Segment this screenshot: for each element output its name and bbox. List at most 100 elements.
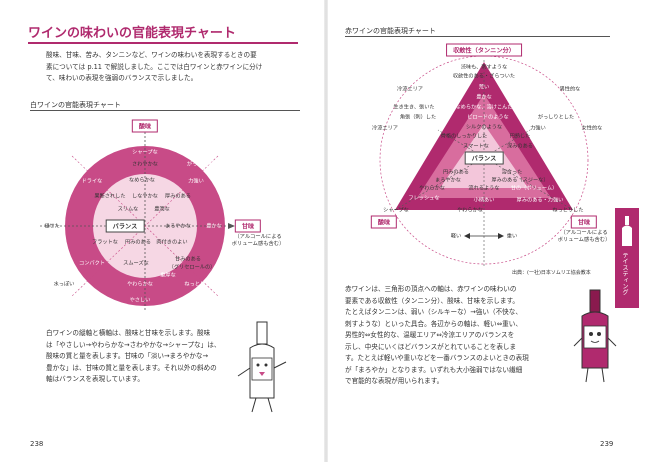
arrow-left [464, 233, 470, 239]
chart-label: スマートな [463, 143, 489, 150]
chart-label: 豊かな [206, 223, 222, 230]
section-tab-label: テイスティング [621, 252, 628, 296]
text-line: で官能的な表現が用いられます。 [345, 377, 444, 385]
chart-label: 力強い [188, 178, 204, 185]
chart-label: 角張（刺）した [399, 114, 437, 121]
chart-label: 小柄あい [473, 197, 495, 204]
chart-label: 冷涼エリア [372, 125, 398, 132]
chart-label: 女性的な [581, 125, 603, 132]
text-line: す。たとえば軽いや重いなどを一番バランスのよいときの表現 [345, 354, 529, 362]
white-wine-chart [40, 123, 235, 310]
chart-label: 冷涼エリア [397, 86, 423, 93]
page-title: ワインの味わいの官能表現チャート [28, 26, 236, 41]
chart-label: 果断されした [94, 193, 126, 200]
chart-label: なめらかな [129, 177, 155, 184]
chart-label: ドライな [81, 178, 103, 185]
note-line: （アルコールによる [234, 234, 282, 240]
white-chart-rule [30, 110, 300, 111]
text-line: は「やさしい→やわらかな→さわやかな→シャープな」は、 [46, 340, 221, 349]
balance-box: バランス [105, 219, 145, 233]
diagonal-axis [71, 155, 219, 297]
chart-label: やわらかな [419, 185, 445, 192]
white-bottle-mascot-icon [237, 321, 287, 413]
red-wine-chart [379, 55, 589, 268]
chart-label: スムーズな [123, 260, 149, 267]
title-rule [28, 42, 298, 44]
chart-label: 水っぽい [53, 281, 75, 288]
chart-label: コンパクト [79, 260, 105, 267]
source-credit: 出典：(一社)日本ソムリエ協会教本 [512, 270, 591, 276]
chart-label: なめらかな、溶けこんだ [455, 104, 513, 111]
wine-bottle-icon [622, 216, 632, 246]
text-line: 要素である収斂性（タンニン分）、酸味、甘味を示します。 [345, 296, 520, 305]
intro-line: 素については p.11 で解説しました。ここでは白ワインと赤ワインに分け [46, 62, 263, 71]
chart-label: ビロードのような [467, 114, 509, 121]
chart-label: 豊潤な [154, 206, 170, 213]
chart-label: 円熟した [509, 133, 531, 140]
intro-line: て、味わいの表現を強弱のバランスで示しました。 [46, 74, 198, 82]
chart-label: 重厚な [160, 272, 176, 279]
chart-label: さわやかな [132, 161, 158, 168]
chart-label: 深みのある [507, 143, 533, 150]
chart-label: 甘の（ボリューム） [510, 185, 558, 192]
chart-label: 骨格のしっかりした [440, 133, 488, 140]
chart-label: 溶合った [501, 169, 523, 176]
chart-label: ねっとりした [552, 207, 584, 214]
text-line: 酸味の質と量を表します。甘味の「淡い→まろやかな→ [46, 352, 209, 360]
chart-label: 豊かな [476, 94, 492, 101]
chart-label: 円みのある [125, 239, 151, 246]
chart-label: まろやかな [165, 223, 191, 230]
chart-label: しなやかな [132, 193, 158, 200]
chart-label: 弱い [72, 164, 84, 171]
chart-label: やわらかな [127, 281, 153, 288]
chart-label: やわらかな [457, 207, 483, 214]
chart-label: がっしりとした [186, 161, 224, 168]
white-chart-title: 白ワインの官能表現チャート [30, 101, 121, 109]
gutter [324, 0, 328, 462]
chart-label: 厚みのある・力強い [516, 197, 564, 204]
chart-label: （グリセロールの） [168, 264, 216, 271]
chart-label: 生き生き、張いた [393, 104, 435, 111]
intro-line: 酸味、甘味、苦み、タンニンなど、ワインの味わいを表現するときの要 [46, 51, 257, 59]
chart-label: 収斂性のある・ざらついた [452, 73, 516, 80]
light-label: 軽い [450, 233, 462, 240]
chart-label: 褪せた [44, 223, 60, 230]
chart-label: 厚みのある [165, 193, 191, 200]
text-line: 白ワインの縦軸と横軸は、酸味と甘味を示します。酸味 [46, 329, 211, 337]
sweetness-box-red: 甘味 [570, 215, 598, 229]
red-explanation: 赤ワインは、三角形の頂点への軸は、赤ワインの味わいの 要素である収斂性（タンニン… [345, 284, 607, 388]
tannin-box: 収斂性（タンニン分） [446, 43, 522, 57]
text-line: 示し、中央にいくほどバランスがとれていることを表しま [345, 342, 517, 351]
arrow-right [228, 223, 235, 229]
chart-label: やさしい [129, 297, 151, 304]
text-line: 赤ワインは、三角形の頂点への軸は、赤ワインの味わいの [345, 285, 517, 293]
chart-label: 厚みのある（スジーな） [491, 177, 549, 184]
chart-label: 円みのある [443, 169, 469, 176]
chart-label: フラットな [92, 239, 118, 246]
text-line: 軸はバランスを表現しています。 [46, 375, 144, 383]
chart-label: シャープな [383, 207, 409, 214]
chart-label: 甘みのある [175, 256, 201, 263]
chart-label: フレッシュな [408, 195, 440, 202]
chart-label: 肉付きのよい [156, 239, 188, 246]
text-line: たとえばタンニンは、弱い（シルキーな）→強い（不快な、 [345, 308, 522, 316]
chart-label: スリムな [117, 206, 139, 213]
page-number-left: 238 [30, 440, 44, 448]
acidity-box-red: 酸味 [370, 215, 398, 229]
intro-text: 酸味、甘味、苦み、タンニンなど、ワインの味わいを表現するときの要 素については … [46, 50, 314, 85]
chart-label: がっしりとした [537, 114, 575, 121]
note-line: ボリューム感も含む） [231, 241, 285, 247]
arrow-right [498, 233, 504, 239]
text-line: 男性的⇔女性的な、温暖エリア⇔冷涼エリアのバランスを [345, 331, 515, 339]
section-tab [615, 208, 639, 308]
sweetness-note-red: （アルコールによる ボリューム感も含む） [558, 230, 611, 244]
text-line: 豊かな」は、甘味の質と量を表します。それ以外の斜めの [46, 363, 217, 372]
text-line: が「まろやか」となります。いずれも大小強弱ではない繊細 [345, 365, 523, 374]
text-line: 刺すような）といった具合。各辺からの軸は、軽い⇔重い、 [345, 319, 522, 328]
page-number-right: 239 [600, 440, 614, 448]
chart-label: 流れるような [468, 185, 500, 192]
white-explanation: 白ワインの縦軸と横軸は、酸味と甘味を示します。酸味 は「やさしい→やわらかな→さ… [46, 328, 222, 386]
acidity-box: 酸味 [131, 119, 159, 133]
chart-label: 力強い [530, 125, 546, 132]
